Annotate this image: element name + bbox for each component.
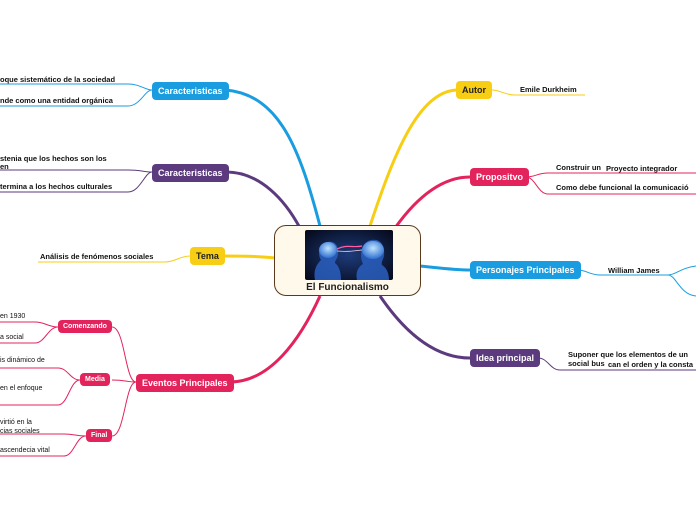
final-item-2: cias sociales — [0, 427, 40, 437]
caracteristicas-2-item-2: en — [0, 162, 9, 172]
comenzando-node[interactable]: Comenzando — [58, 320, 112, 333]
personajes-item-1: William James — [608, 266, 660, 276]
branch-propositvo — [395, 177, 470, 228]
idea-item-2: social bus — [568, 359, 605, 369]
branch-idea — [380, 296, 470, 358]
caracteristicas-1-item-1: oque sistemático de la sociedad — [0, 75, 115, 85]
propositvo-item-1: Construir un — [556, 163, 601, 173]
media-item-1: is dinámico de — [0, 356, 45, 366]
final-node[interactable]: Final — [86, 429, 112, 442]
propositvo-node[interactable]: Propositvo — [470, 168, 529, 186]
caracteristicas-2-item-1: stenia que los hechos son los — [0, 154, 107, 164]
branch-personajes — [420, 266, 470, 270]
propositvo-item-3: Como debe funcional la comunicació — [556, 183, 689, 193]
branch-eventos — [230, 296, 320, 382]
media-item-2: en el enfoque — [0, 384, 42, 394]
eventos-principales-node[interactable]: Eventos Principales — [136, 374, 234, 392]
idea-principal-node[interactable]: Idea principal — [470, 349, 540, 367]
tema-item-1: Análisis de fenómenos sociales — [40, 252, 153, 262]
branch-tema — [222, 256, 276, 258]
personajes-principales-node[interactable]: Personajes Principales — [470, 261, 581, 279]
caracteristicas-node-2[interactable]: Caracteristicas — [152, 164, 229, 182]
autor-node[interactable]: Autor — [456, 81, 492, 99]
idea-item-3: can el orden y la consta — [608, 360, 693, 370]
branch-caracteristicas-1 — [226, 90, 320, 226]
caracteristicas-1-item-2: nde como una entidad orgánica — [0, 96, 113, 106]
final-item-3: ascendecia vital — [0, 446, 50, 456]
propositvo-item-2: Proyecto integrador — [606, 164, 677, 174]
comenzando-item-1: en 1930 — [0, 312, 25, 322]
comenzando-item-2: a social — [0, 333, 24, 343]
tema-node[interactable]: Tema — [190, 247, 225, 265]
central-topic[interactable]: El Funcionalismo — [274, 225, 421, 296]
brain-heads-illustration — [305, 230, 393, 280]
media-node[interactable]: Media — [80, 373, 110, 386]
caracteristicas-node-1[interactable]: Caracteristicas — [152, 82, 229, 100]
central-title: El Funcionalismo — [275, 282, 420, 293]
branch-caracteristicas-2 — [226, 172, 300, 228]
caracteristicas-2-item-3: termina a los hechos culturales — [0, 182, 112, 192]
autor-item-1: Emile Durkheim — [520, 85, 577, 95]
